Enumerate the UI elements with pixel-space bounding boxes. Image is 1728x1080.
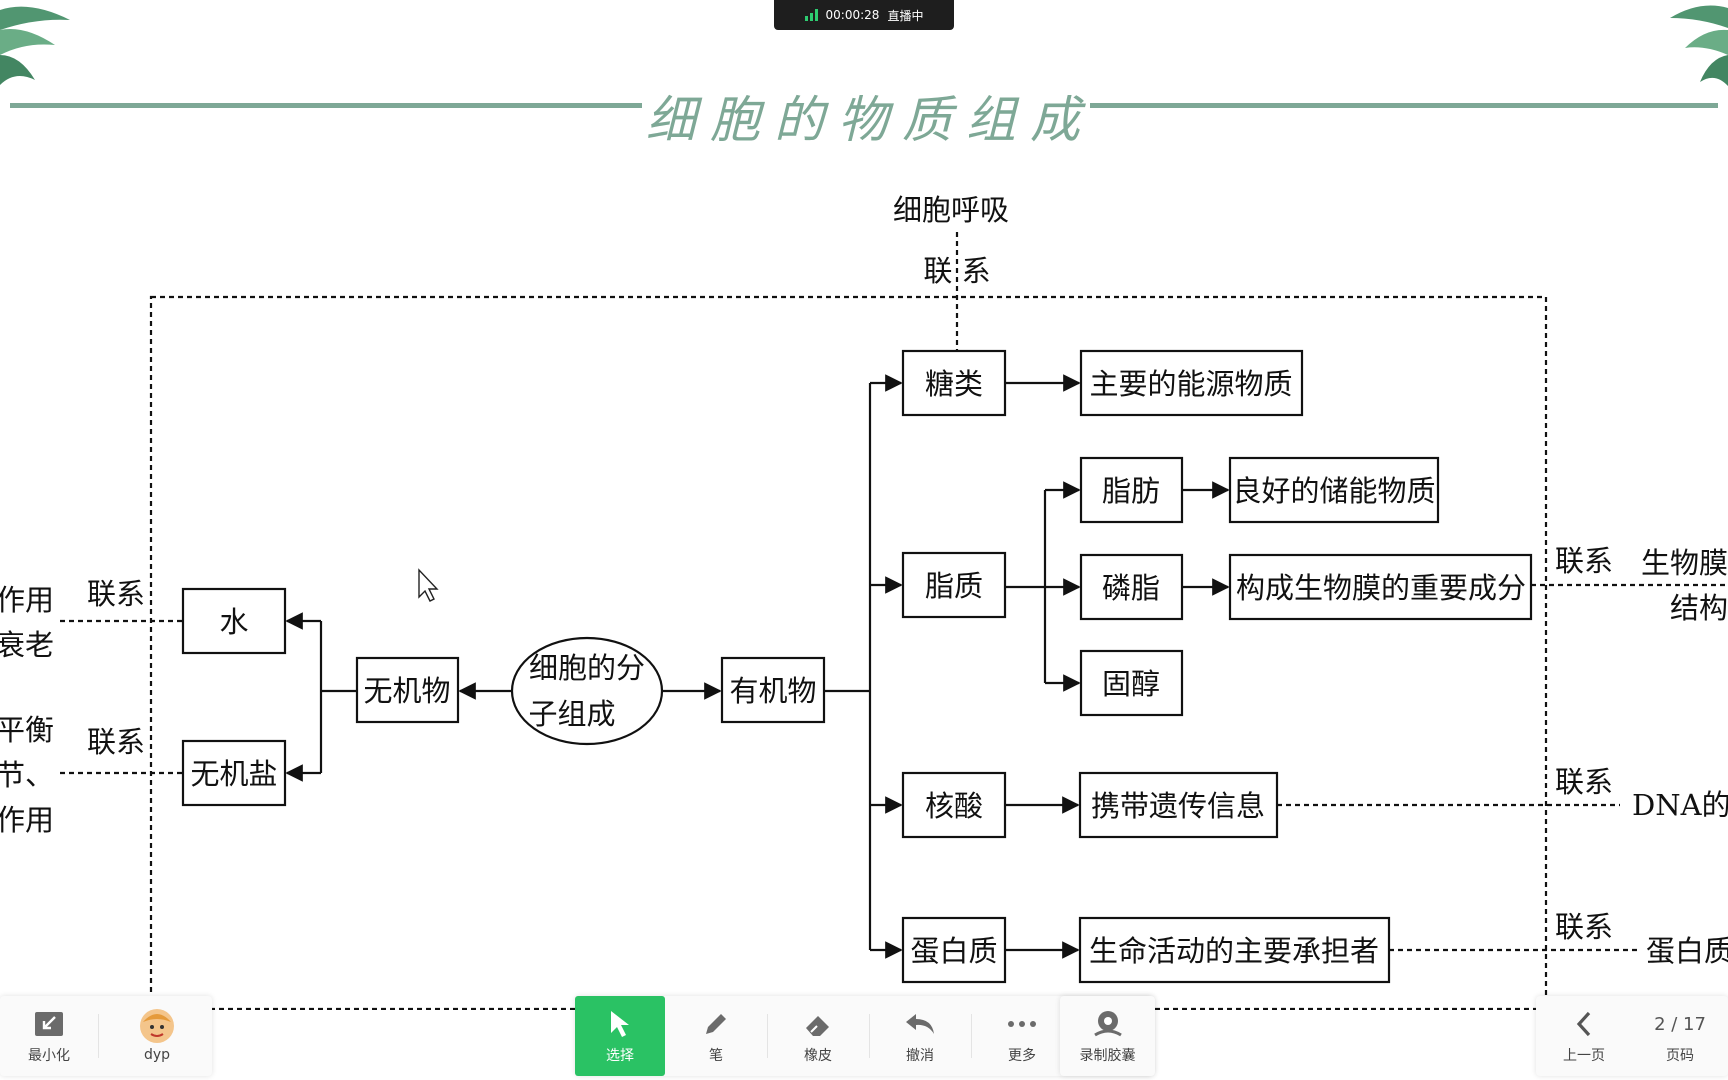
record-capsule-button[interactable]: 录制胶囊 xyxy=(1060,996,1155,1076)
label-link-membrane: 联系 xyxy=(1555,544,1613,578)
pen-label: 笔 xyxy=(709,1048,723,1064)
box-water xyxy=(181,587,287,655)
prev-page-button[interactable]: 上一页 xyxy=(1536,996,1632,1076)
label-organic: 有机物 xyxy=(729,674,816,708)
label-link-protein: 联系 xyxy=(1555,910,1613,944)
concept-diagram: 糖类 主要的能源物质 脂肪 良好的储能物质 脂质 磷脂 构成生物膜的重要成分 固… xyxy=(0,193,1728,1010)
leaf-decoration-right-icon xyxy=(1670,5,1728,86)
label-left-salt-3: 作用 xyxy=(0,803,54,837)
toolbar-record-group: 录制胶囊 xyxy=(1060,996,1155,1076)
minimize-button[interactable]: 最小化 xyxy=(0,996,98,1076)
eraser-label: 橡皮 xyxy=(804,1048,832,1064)
box-sugar-role xyxy=(1079,349,1304,417)
label-lipid: 脂质 xyxy=(925,569,983,603)
page-label: 页码 xyxy=(1666,1048,1694,1064)
slide-title: 细胞的物质组成 xyxy=(646,91,1094,149)
toolbar-separator xyxy=(767,1014,768,1058)
label-inorganic: 无机物 xyxy=(363,674,450,708)
label-sterol: 固醇 xyxy=(1102,667,1160,701)
bottom-toolbar: 最小化 dyp 选择 xyxy=(0,996,1728,1080)
label-left-salt-2: 节、 xyxy=(0,758,54,792)
record-label: 录制胶囊 xyxy=(1079,1048,1136,1064)
select-tool-button[interactable]: 选择 xyxy=(575,996,665,1076)
minimize-label: 最小化 xyxy=(28,1048,70,1064)
label-link-dna: 联系 xyxy=(1555,765,1613,799)
page-number-button[interactable]: 2 / 17 页码 xyxy=(1632,996,1728,1076)
label-left-salt-1: 平衡 xyxy=(0,713,54,747)
toolbar-tools-group: 选择 笔 橡皮 xyxy=(575,996,1153,1076)
label-center-line2: 子组成 xyxy=(528,697,615,731)
box-sterol xyxy=(1079,649,1184,717)
box-phospholipid-role xyxy=(1228,553,1533,621)
label-fat: 脂肪 xyxy=(1102,474,1160,508)
label-right-membrane-2: 结构 xyxy=(1670,591,1728,625)
leaf-decoration-left-icon xyxy=(0,6,70,85)
chevron-left-icon xyxy=(1576,1011,1591,1037)
signal-icon xyxy=(804,9,818,21)
select-label: 选择 xyxy=(606,1048,634,1064)
label-phospholipid-role: 构成生物膜的重要成分 xyxy=(1236,571,1526,605)
label-salt: 无机盐 xyxy=(190,757,277,791)
label-protein-role: 生命活动的主要承担者 xyxy=(1089,934,1379,968)
live-timer: 00:00:28 xyxy=(825,8,880,22)
box-lipid xyxy=(901,551,1007,619)
pointer-icon xyxy=(611,1011,629,1037)
label-center-line1: 细胞的分 xyxy=(529,651,645,685)
undo-button[interactable]: 撤消 xyxy=(869,996,971,1076)
title-rule-right xyxy=(1090,103,1718,108)
eraser-icon xyxy=(806,1016,829,1036)
toolbar-separator xyxy=(971,1014,972,1058)
live-status-pill: 00:00:28 直播中 xyxy=(774,0,954,30)
label-fat-role: 良好的储能物质 xyxy=(1232,474,1435,508)
more-dots-icon xyxy=(1008,1021,1036,1027)
pen-icon xyxy=(706,1014,726,1034)
frame-border xyxy=(149,295,1548,1010)
more-label: 更多 xyxy=(1008,1048,1036,1064)
user-name: dyp xyxy=(143,1047,171,1063)
page-number: 2 / 17 xyxy=(1654,1013,1706,1035)
more-button[interactable]: 更多 xyxy=(971,996,1073,1076)
toolbar-separator xyxy=(98,1014,99,1058)
label-link-water: 联系 xyxy=(87,577,145,611)
record-camera-icon xyxy=(1093,1011,1122,1037)
label-top-link: 细胞呼吸 xyxy=(893,193,1009,227)
label-left-water-1: 作用 xyxy=(0,583,54,617)
box-fat-role xyxy=(1228,456,1440,524)
user-avatar-button[interactable]: dyp xyxy=(108,996,206,1076)
undo-label: 撤消 xyxy=(906,1048,934,1064)
toolbar-separator xyxy=(869,1014,870,1058)
undo-icon xyxy=(906,1014,934,1034)
label-nucleic: 核酸 xyxy=(925,789,983,823)
label-link-salt: 联系 xyxy=(87,725,145,759)
label-right-dna: DNA的结 xyxy=(1632,788,1728,822)
label-right-membrane-1: 生物膜 xyxy=(1641,546,1728,580)
label-water: 水 xyxy=(219,605,248,639)
live-status: 直播中 xyxy=(887,8,924,23)
label-right-protein: 蛋白质 xyxy=(1646,934,1728,968)
label-left-water-2: 衰老 xyxy=(0,628,54,662)
label-phospholipid: 磷脂 xyxy=(1102,571,1160,605)
pen-tool-button[interactable]: 笔 xyxy=(665,996,767,1076)
label-protein: 蛋白质 xyxy=(910,934,997,968)
eraser-tool-button[interactable]: 橡皮 xyxy=(767,996,869,1076)
prev-page-label: 上一页 xyxy=(1563,1048,1605,1064)
mouse-cursor-icon xyxy=(418,568,439,602)
label-sugar-role: 主要的能源物质 xyxy=(1089,367,1292,401)
avatar xyxy=(140,1009,174,1043)
label-sugar: 糖类 xyxy=(925,367,983,401)
box-salt xyxy=(181,739,287,807)
title-rule-left xyxy=(10,103,642,108)
label-top-link-label: 联 系 xyxy=(923,254,990,288)
minimize-icon xyxy=(35,1012,63,1036)
label-nucleic-role: 携带遗传信息 xyxy=(1091,789,1265,823)
toolbar-left-group: 最小化 dyp xyxy=(0,996,212,1076)
toolbar-pager-group: 上一页 2 / 17 页码 xyxy=(1536,996,1728,1076)
